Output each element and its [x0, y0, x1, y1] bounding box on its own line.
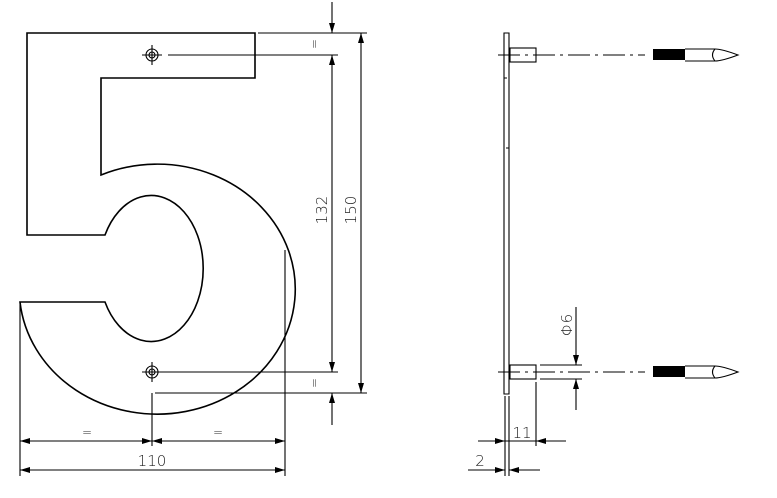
- dimension-standoff-thickness: 11 2: [468, 382, 566, 476]
- dim-132-label: 132: [313, 196, 331, 225]
- plate: [503, 32, 510, 395]
- equal-mark-bottom: =: [307, 378, 321, 388]
- mounting-hole-top: [142, 45, 162, 65]
- side-view: Φ6 11 2: [468, 32, 740, 476]
- dim-150-label: 150: [342, 196, 360, 225]
- front-view: = = 132 150 = = 110: [19, 2, 367, 476]
- nail-bottom: [653, 365, 740, 379]
- dimension-horizontal: = = 110: [19, 250, 286, 476]
- dim-2-label: 2: [475, 452, 485, 470]
- dimension-pin-diameter: Φ6: [540, 307, 582, 410]
- dimension-vertical: = = 132 150: [155, 2, 367, 425]
- dim-phi6-label: Φ6: [558, 314, 576, 336]
- dim-110-label: 110: [138, 452, 167, 470]
- digit-5-outline: [19, 32, 297, 415]
- equal-mark-left: =: [82, 425, 92, 439]
- mounting-hole-bottom: [142, 362, 162, 382]
- dim-11-label: 11: [512, 424, 531, 442]
- equal-mark-right: =: [213, 425, 223, 439]
- equal-mark-top: =: [307, 39, 321, 49]
- nail-top: [653, 48, 740, 62]
